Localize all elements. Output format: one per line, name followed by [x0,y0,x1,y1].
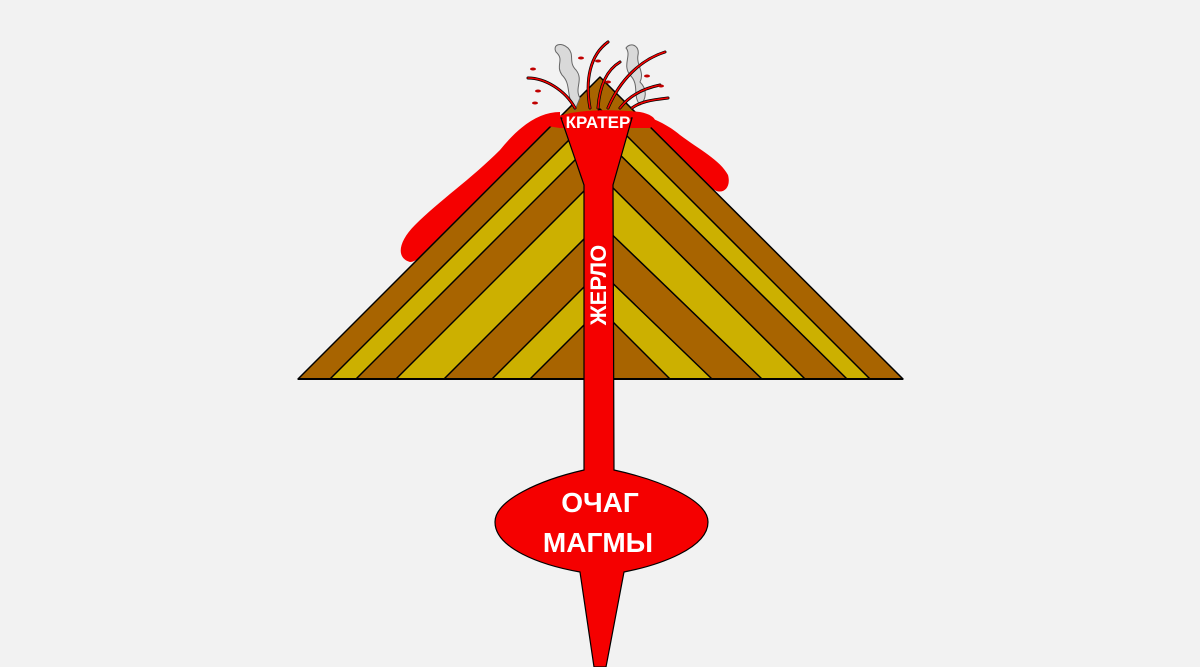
chamber-label-line2: МАГМЫ [543,527,653,558]
magma-conduit-fill [562,117,631,472]
lava-drop [535,89,541,93]
vent-label: ЖЕРЛО [586,245,611,326]
smoke-plume [554,44,581,112]
eruption [526,40,670,112]
lava-drop [658,84,664,88]
lava-drop [578,56,584,60]
chamber-label-line1: ОЧАГ [561,487,639,518]
lava-drop [644,74,650,78]
lava-flow-left [400,112,560,262]
lava-drop [532,101,538,105]
lava-drop [530,67,536,71]
lava-drop [595,59,601,63]
lava-drop [605,80,611,84]
crater-label: КРАТЕР [566,113,631,132]
